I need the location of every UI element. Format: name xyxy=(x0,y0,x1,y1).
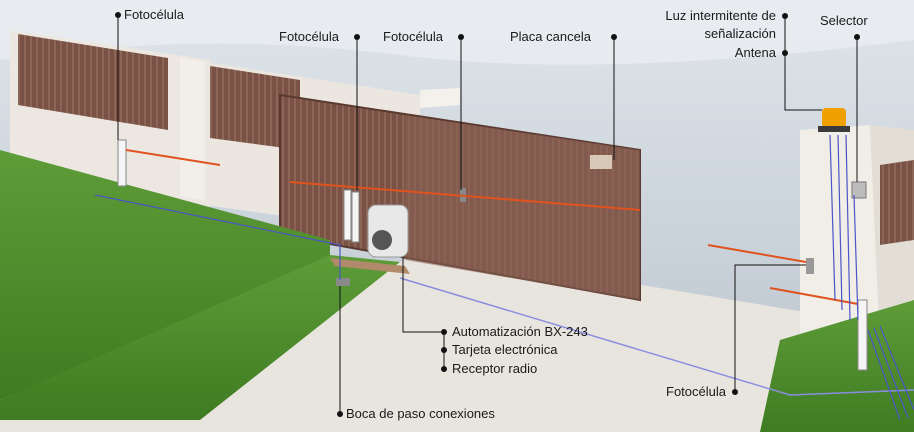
beam-pillar-top xyxy=(707,244,807,263)
photocell-post-left xyxy=(117,139,127,187)
warning-light-base xyxy=(818,126,850,132)
wires-right xyxy=(867,325,914,421)
border-stones xyxy=(330,258,410,274)
fence-panel-right xyxy=(880,160,914,245)
callout-gate-plate: Placa cancela xyxy=(510,29,591,44)
key-selector xyxy=(851,181,867,199)
pillar-cap xyxy=(420,88,460,108)
wires-pillar xyxy=(829,134,859,321)
pillar-left xyxy=(180,58,205,200)
callout-junction-box: Boca de paso conexiones xyxy=(346,406,495,421)
operator-gear xyxy=(372,230,392,250)
callout-selector: Selector xyxy=(820,13,868,28)
beam-pillar-bottom xyxy=(769,287,859,305)
callout-operator: Automatización BX-243 xyxy=(452,324,588,339)
callout-antenna: Antena xyxy=(734,45,776,60)
warning-light xyxy=(822,108,846,128)
callout-photocell-gate-right: Fotocélula xyxy=(383,29,443,44)
callout-warning-light-line1: Luz intermitente de xyxy=(665,8,776,23)
gate-operator xyxy=(367,204,409,258)
callout-photocell-gate-left: Fotocélula xyxy=(279,29,339,44)
gate-panel-front xyxy=(405,115,640,300)
callout-dots xyxy=(115,12,860,417)
lawn-left xyxy=(0,150,330,400)
callout-warning-light-line2: señalización xyxy=(704,26,776,41)
fence-panel-left xyxy=(18,34,168,130)
gate-plate xyxy=(590,155,612,169)
callout-photocell-bottom-right: Fotocélula xyxy=(666,384,726,399)
wire-conduit xyxy=(399,277,914,396)
fence-panel-middle xyxy=(210,66,300,150)
beam-left xyxy=(125,149,221,166)
callout-leaders xyxy=(117,15,858,414)
clouds xyxy=(0,0,914,65)
photocell-post-gate-2 xyxy=(351,191,360,243)
photocell-pillar xyxy=(806,258,814,274)
callout-photocell-top-left: Fotocélula xyxy=(124,7,184,22)
photocell-post-right xyxy=(857,299,868,371)
callout-radio-receiver: Receptor radio xyxy=(452,361,538,376)
junction-box xyxy=(336,278,350,286)
photocell-post-gate-1 xyxy=(343,189,352,241)
beam-gate xyxy=(289,181,641,211)
wire-left xyxy=(94,194,341,280)
lawn-left-front xyxy=(0,255,400,420)
callout-control-board: Tarjeta electrónica xyxy=(452,342,558,357)
